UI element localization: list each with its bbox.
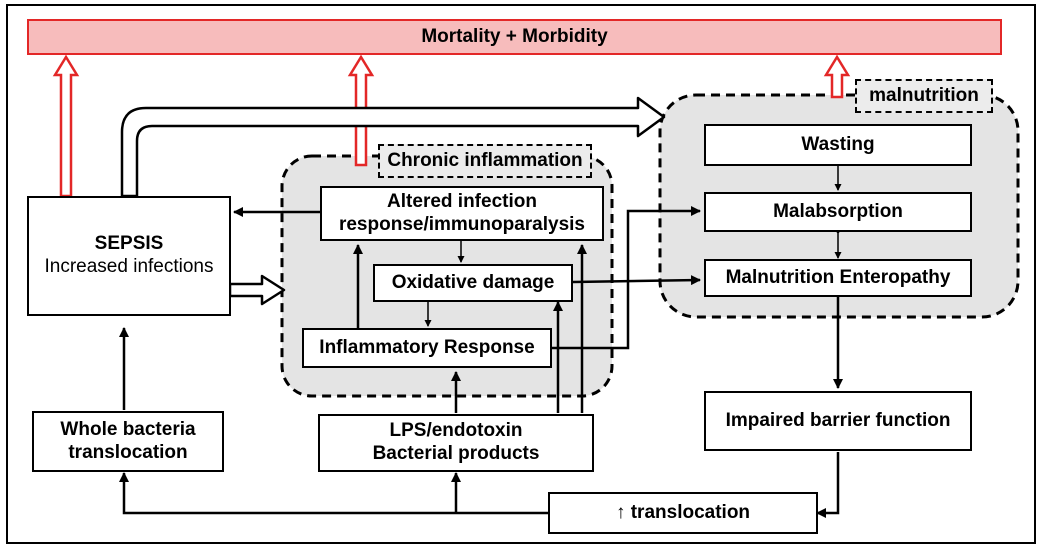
sepsis-to-chronic-inflammation-arrow xyxy=(228,274,286,306)
lps-line-2: Bacterial products xyxy=(372,443,540,464)
malnutrition-to-mortality-arrow xyxy=(823,54,851,99)
inflammatory-response-box: Inflammatory Response xyxy=(302,328,552,368)
sepsis-title: SEPSIS xyxy=(94,233,164,255)
whole-bacteria-line-2: translocation xyxy=(68,441,188,463)
lps-line-1: LPS/endotoxin xyxy=(389,420,523,442)
whole-bacteria-box: Whole bacteria translocation xyxy=(32,411,224,472)
sepsis-subtitle: Increased infections xyxy=(44,256,214,277)
malnutrition-enteropathy-box: Malnutrition Enteropathy xyxy=(704,259,972,297)
malnutrition-enteropathy-label: Malnutrition Enteropathy xyxy=(725,266,951,288)
translocation-label: ↑ translocation xyxy=(615,501,751,523)
barrier-to-translocation-arrow xyxy=(816,452,840,518)
sepsis-box: SEPSIS Increased infections xyxy=(27,196,231,316)
inflammatory-to-malabsorption-arrow xyxy=(552,206,701,350)
sepsis-to-malnutrition-arrow xyxy=(120,96,666,198)
oxidative-damage-box: Oxidative damage xyxy=(373,264,573,302)
impaired-barrier-label: Impaired barrier function xyxy=(725,409,951,431)
malabsorption-label: Malabsorption xyxy=(773,200,903,222)
diagram-frame xyxy=(6,4,1036,544)
malabsorption-box: Malabsorption xyxy=(704,192,972,232)
translocation-box: ↑ translocation xyxy=(548,492,818,534)
malnutrition-tag: malnutrition xyxy=(855,79,993,113)
wasting-box: Wasting xyxy=(704,124,972,166)
inflammatory-response-label: Inflammatory Response xyxy=(319,336,535,358)
chronic-inflammation-tag: Chronic inflammation xyxy=(378,144,592,178)
altered-infection-response-box: Altered infection response/immunoparalys… xyxy=(320,186,604,241)
wasting-label: Wasting xyxy=(801,133,875,155)
translocation-to-whole-bacteria-arrow xyxy=(119,472,548,515)
black-hollow-arrows xyxy=(120,96,666,306)
whole-bacteria-line-1: Whole bacteria xyxy=(60,418,196,440)
impaired-barrier-box: Impaired barrier function xyxy=(704,391,972,451)
altered-line-1: Altered infection xyxy=(387,190,537,212)
connector-arrows xyxy=(119,206,843,518)
lps-endotoxin-box: LPS/endotoxin Bacterial products xyxy=(318,414,594,472)
oxidative-to-enteropathy-arrow xyxy=(572,275,701,286)
double-headed-arrows xyxy=(424,161,842,327)
altered-line-2: response/immunoparalysis xyxy=(338,213,586,235)
sepsis-to-mortality-arrow xyxy=(52,54,80,198)
oxidative-damage-label: Oxidative damage xyxy=(391,271,555,293)
mortality-morbidity-bar: Mortality + Morbidity xyxy=(27,19,1002,55)
